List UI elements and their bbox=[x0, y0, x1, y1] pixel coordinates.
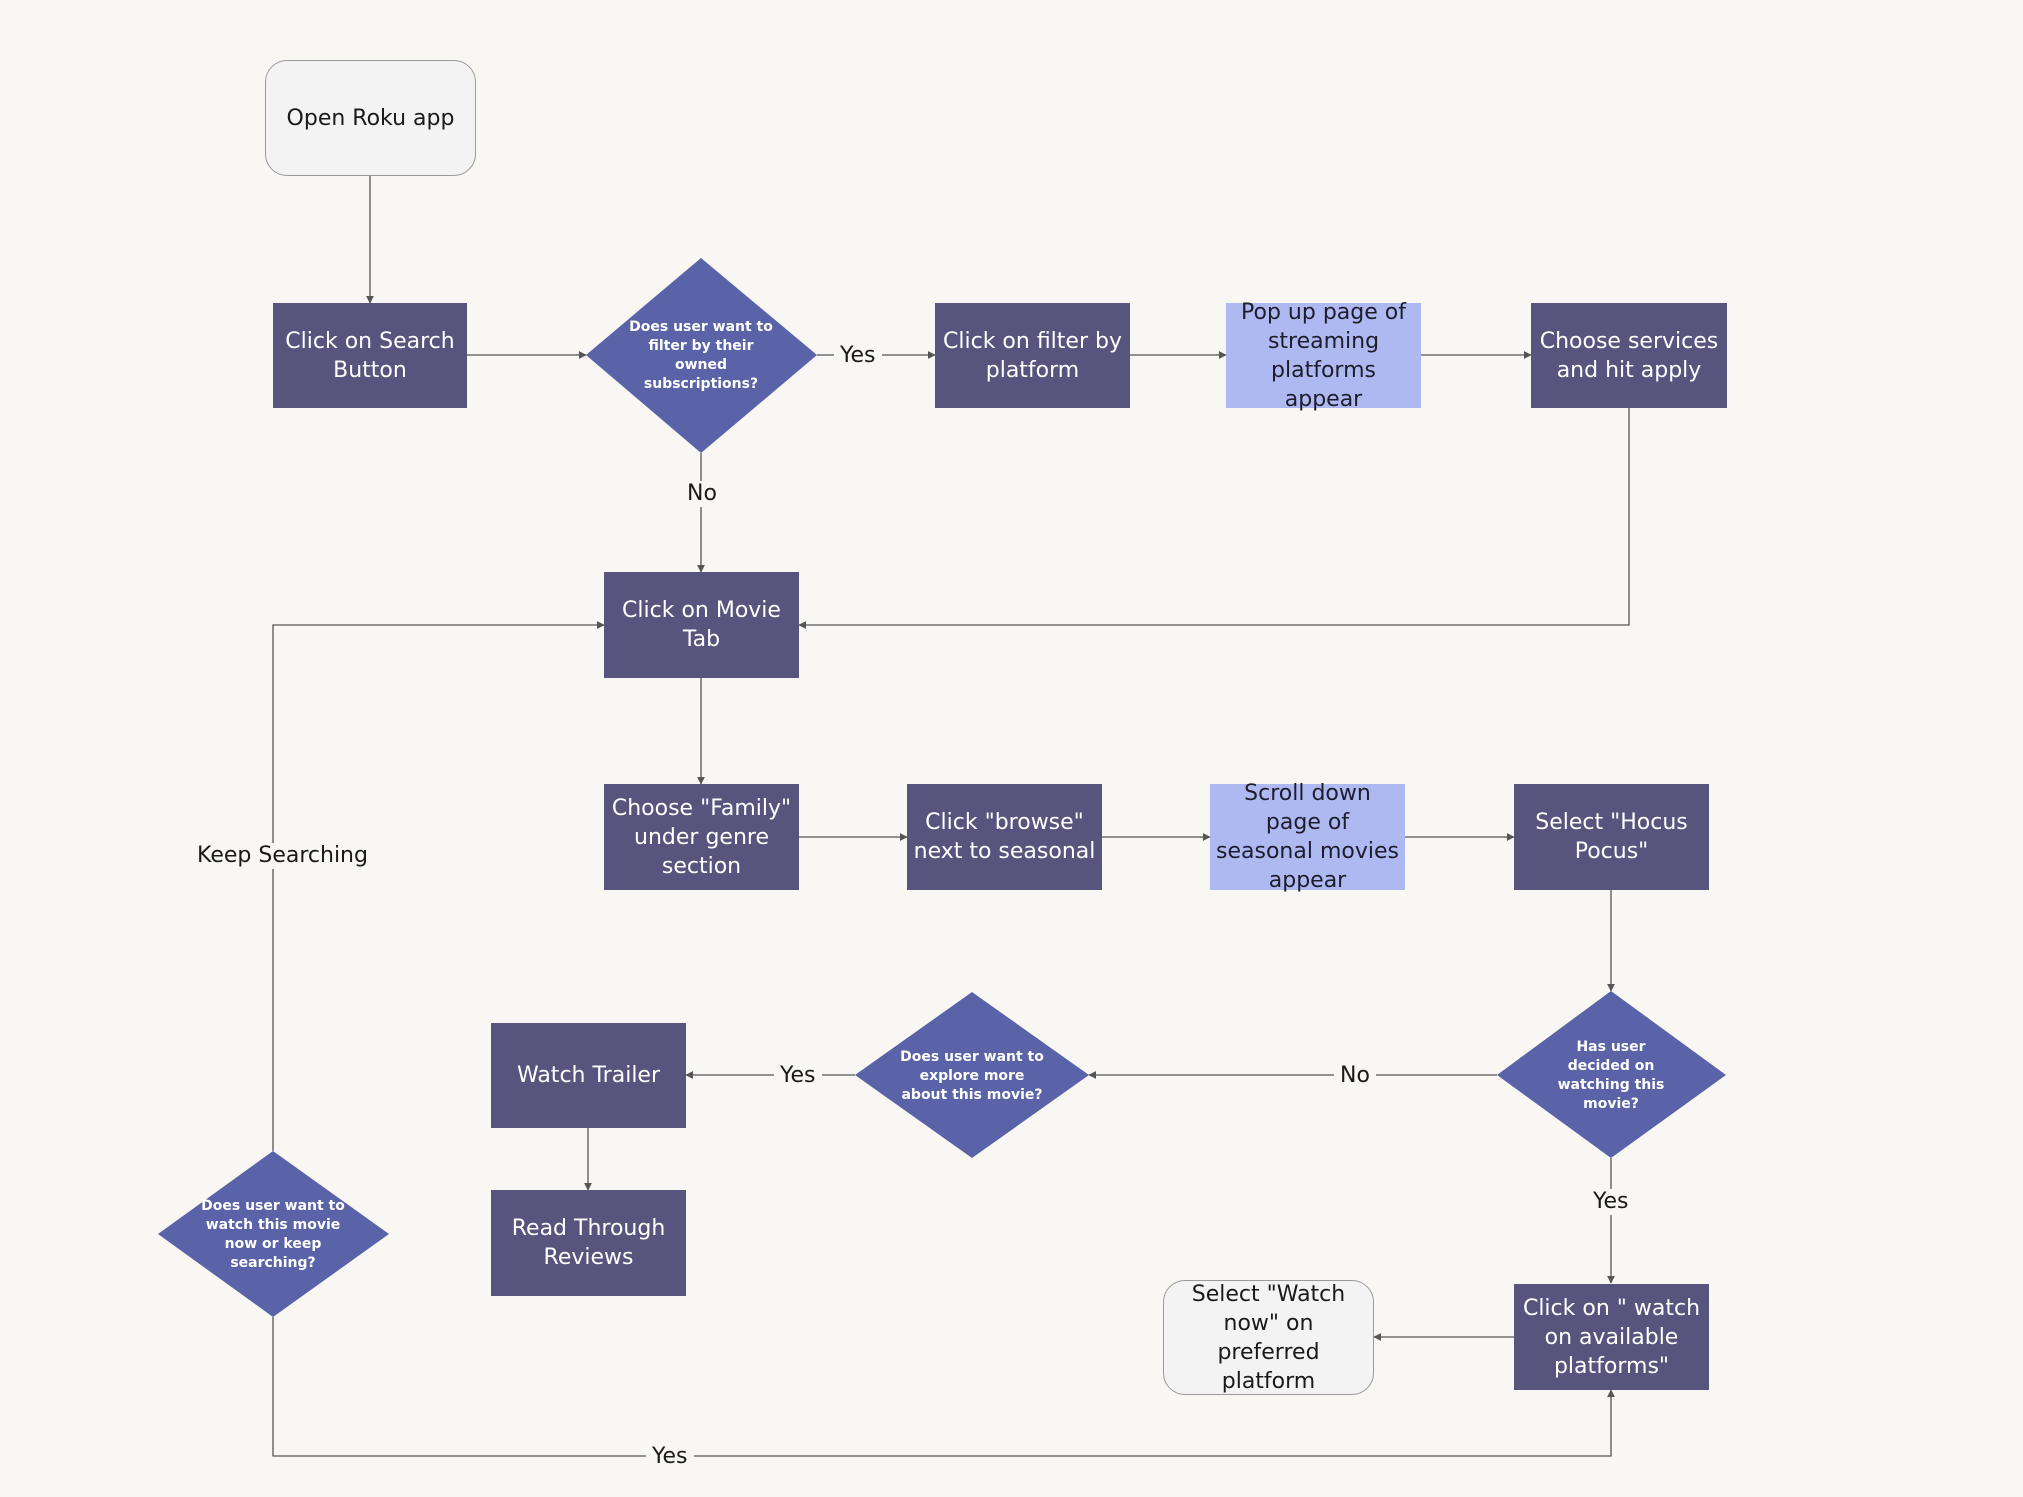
node-click-filter-by-platform[interactable]: Click on filter by platform bbox=[935, 303, 1130, 408]
label-watch-now-yes: Yes bbox=[646, 1444, 694, 1470]
node-open-roku-app[interactable]: Open Roku app bbox=[265, 60, 476, 176]
label-keep-searching: Keep Searching bbox=[191, 843, 374, 869]
node-click-browse-seasonal[interactable]: Click "browse" next to seasonal bbox=[907, 784, 1102, 890]
filter-decision-shape bbox=[586, 258, 817, 453]
node-select-hocus-pocus[interactable]: Select "Hocus Pocus" bbox=[1514, 784, 1709, 890]
label-decided-no: No bbox=[1334, 1063, 1376, 1089]
label-decided-yes: Yes bbox=[1587, 1189, 1635, 1215]
edge-watch-now-yes bbox=[272, 1317, 1615, 1457]
node-read-reviews[interactable]: Read Through Reviews bbox=[491, 1190, 686, 1296]
node-select-watch-now[interactable]: Select "Watch now" on preferred platform bbox=[1163, 1280, 1374, 1395]
edge-services-to-movie-tab bbox=[798, 407, 1630, 629]
node-scroll-seasonal-movies[interactable]: Scroll down page of seasonal movies appe… bbox=[1210, 781, 1405, 893]
explore-decision-shape bbox=[855, 992, 1089, 1158]
node-click-search-button[interactable]: Click on Search Button bbox=[273, 303, 467, 408]
node-choose-services[interactable]: Choose services and hit apply bbox=[1531, 303, 1727, 408]
node-choose-family[interactable]: Choose "Family" under genre section bbox=[604, 784, 799, 890]
label-explore-yes: Yes bbox=[774, 1063, 822, 1089]
node-click-watch-on-platforms[interactable]: Click on " watch on available platforms" bbox=[1514, 1284, 1709, 1390]
label-filter-no: No bbox=[681, 481, 723, 507]
edge-keep-searching bbox=[272, 621, 605, 1151]
node-popup-streaming-platforms[interactable]: Pop up page of streaming platforms appea… bbox=[1226, 300, 1421, 412]
node-watch-trailer[interactable]: Watch Trailer bbox=[491, 1023, 686, 1128]
label-filter-yes: Yes bbox=[834, 343, 882, 369]
decided-decision-shape bbox=[1497, 991, 1726, 1158]
node-click-movie-tab[interactable]: Click on Movie Tab bbox=[604, 572, 799, 678]
watch-now-decision-shape bbox=[158, 1151, 389, 1317]
